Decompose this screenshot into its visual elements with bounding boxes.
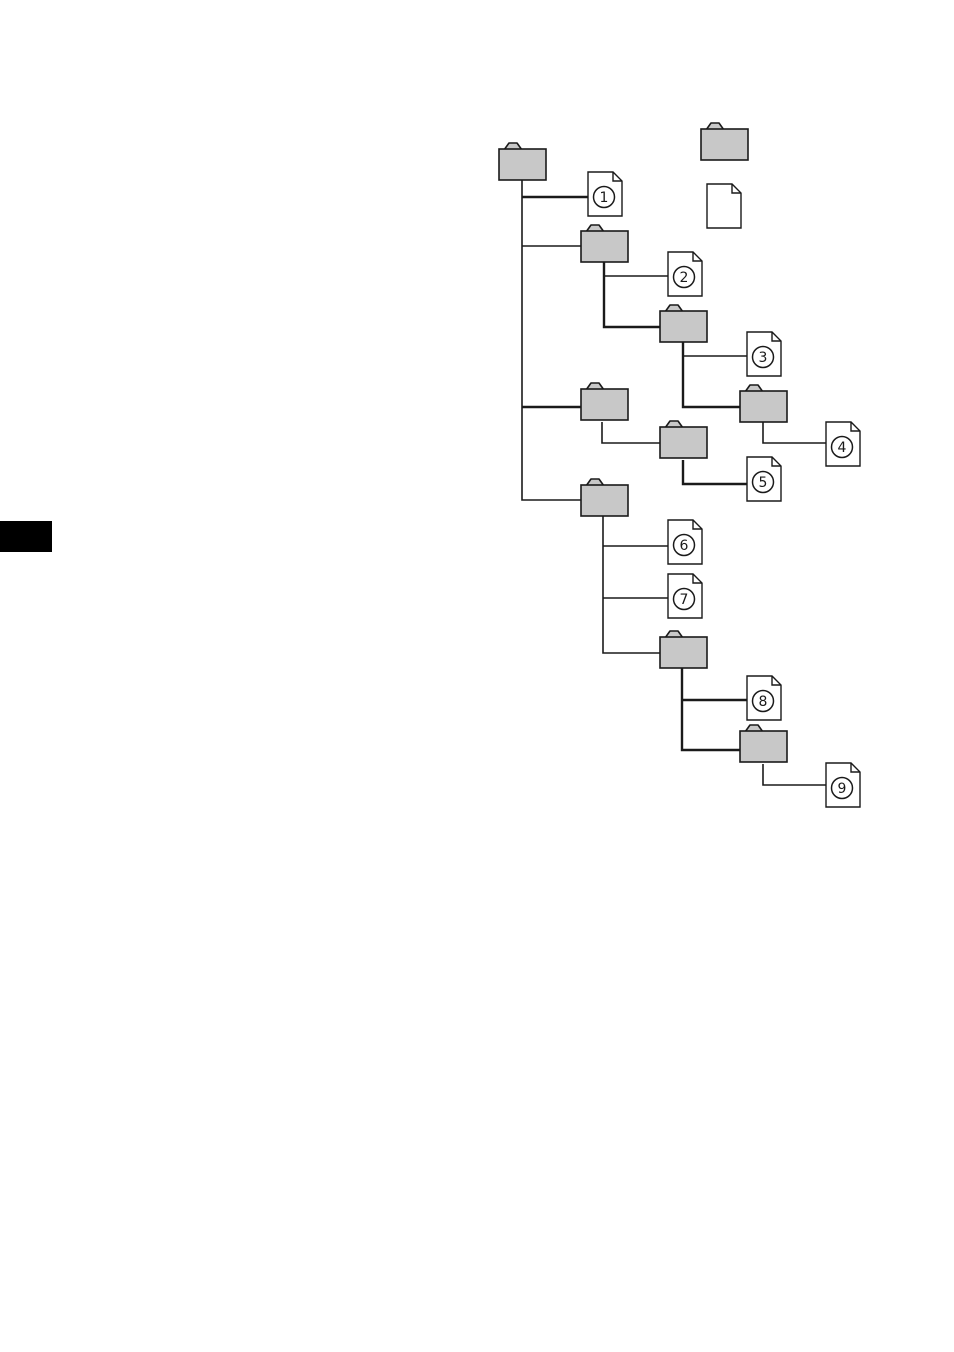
- connector-line: [683, 342, 740, 407]
- file-number-label: 2: [680, 270, 689, 286]
- connector-line: [602, 422, 660, 443]
- connector-line: [763, 422, 826, 443]
- legend-folder-icon: [701, 123, 748, 160]
- tree-nodes: 1 2 3 4 5 6 7 8 9: [499, 123, 860, 807]
- file-number-label: 3: [759, 350, 768, 366]
- folder-icon: [581, 225, 628, 262]
- file-icon: 6: [668, 520, 702, 564]
- file-number-label: 7: [680, 592, 689, 608]
- legend-file-icon: [707, 184, 741, 228]
- file-icon: 7: [668, 574, 702, 618]
- folder-icon: [660, 305, 707, 342]
- folder-icon: [660, 421, 707, 458]
- file-number-label: 8: [759, 694, 768, 710]
- file-icon: 3: [747, 332, 781, 376]
- file-icon: 5: [747, 457, 781, 501]
- folder-icon: [581, 479, 628, 516]
- file-icon: 8: [747, 676, 781, 720]
- file-icon: 4: [826, 422, 860, 466]
- file-icon: 1: [588, 172, 622, 216]
- connector-line: [763, 764, 826, 785]
- connector-line: [522, 180, 581, 500]
- folder-icon: [740, 385, 787, 422]
- file-number-label: 6: [680, 538, 689, 554]
- connector-line: [682, 668, 740, 750]
- file-number-label: 4: [838, 440, 847, 456]
- file-number-label: 1: [600, 190, 609, 206]
- connector-line: [683, 460, 747, 484]
- file-number-label: 9: [838, 781, 847, 797]
- file-number-label: 5: [759, 475, 768, 491]
- connector-line: [603, 516, 660, 653]
- connector-line: [604, 262, 660, 327]
- file-icon: 2: [668, 252, 702, 296]
- folder-icon: [740, 725, 787, 762]
- file-icon: 9: [826, 763, 860, 807]
- folder-icon: [660, 631, 707, 668]
- folder-icon: [581, 383, 628, 420]
- folder-icon: [499, 143, 546, 180]
